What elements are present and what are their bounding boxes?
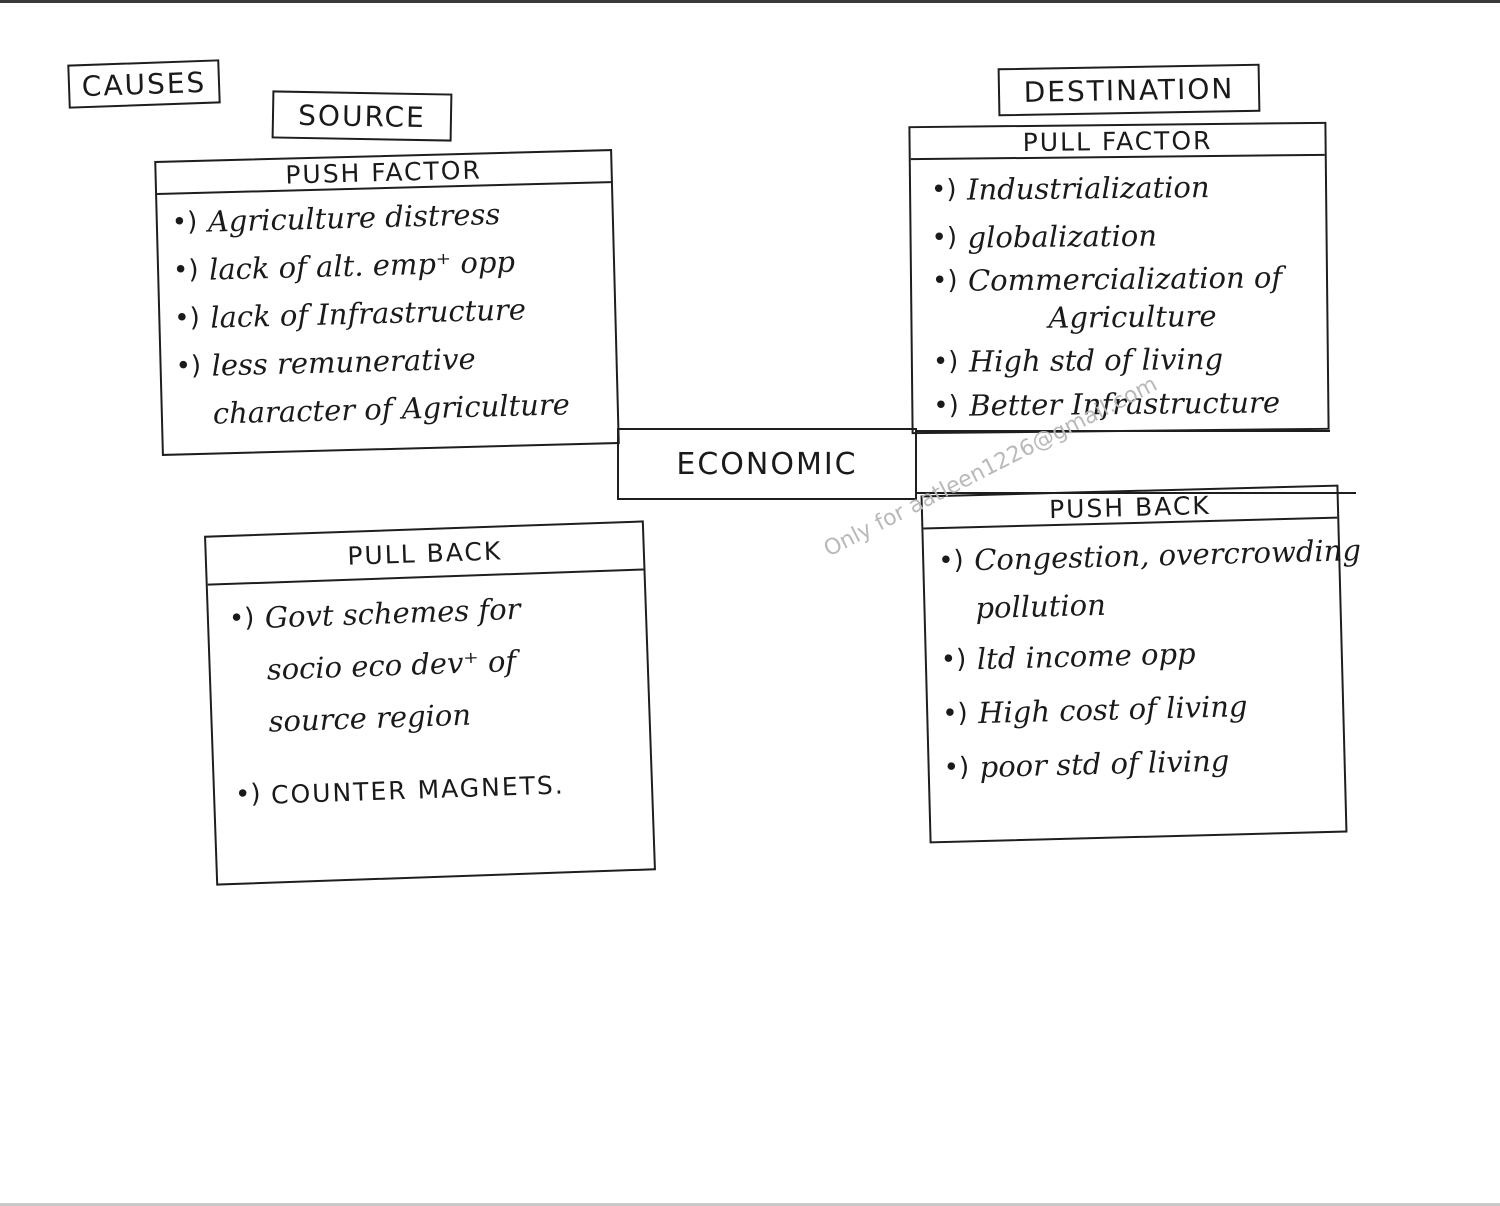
bullet-icon: •) bbox=[931, 265, 958, 296]
bullet-icon: •) bbox=[930, 174, 957, 205]
bullet-icon: •) bbox=[172, 254, 199, 286]
pull-factor-list: •)Industrialization •)globalization •)Co… bbox=[931, 162, 1284, 426]
list-item: •)globalization bbox=[931, 210, 1282, 262]
bullet-icon: •) bbox=[171, 206, 198, 238]
bullet-icon: •) bbox=[175, 350, 202, 382]
pull-factor-title: PULL FACTOR bbox=[910, 123, 1325, 161]
causes-label: CAUSES bbox=[67, 59, 221, 109]
bullet-icon: •) bbox=[931, 222, 958, 253]
top-border bbox=[0, 0, 1500, 3]
push-factor-list: •)Agriculture distress •)lack of alt. em… bbox=[171, 188, 570, 438]
pull-back-title: PULL BACK bbox=[206, 522, 644, 586]
source-label: SOURCE bbox=[271, 90, 453, 142]
bullet-icon: •) bbox=[173, 302, 201, 334]
list-item: •)poor std of living bbox=[943, 730, 1367, 795]
bottom-border bbox=[0, 1203, 1500, 1206]
list-item: •)High std of living bbox=[933, 334, 1284, 386]
bullet-icon: •) bbox=[937, 545, 965, 577]
destination-label: DESTINATION bbox=[997, 63, 1261, 117]
push-factor-box: PUSH FACTOR •)Agriculture distress •)lac… bbox=[154, 149, 620, 456]
list-item: •)Industrialization bbox=[931, 162, 1282, 214]
connector-line bbox=[916, 430, 1330, 432]
bullet-icon: •) bbox=[234, 778, 262, 810]
bullet-icon: •) bbox=[228, 603, 255, 634]
bullet-icon: •) bbox=[941, 698, 969, 730]
bullet-icon: •) bbox=[940, 644, 967, 676]
economic-center-box: ECONOMIC bbox=[617, 428, 917, 500]
bullet-icon: •) bbox=[932, 346, 959, 377]
list-item: •)COUNTER MAGNETS. bbox=[234, 759, 566, 820]
connector-line bbox=[916, 492, 1356, 494]
bullet-icon: •) bbox=[933, 390, 959, 421]
bullet-icon: •) bbox=[943, 752, 970, 784]
push-back-title: PUSH BACK bbox=[922, 486, 1338, 530]
